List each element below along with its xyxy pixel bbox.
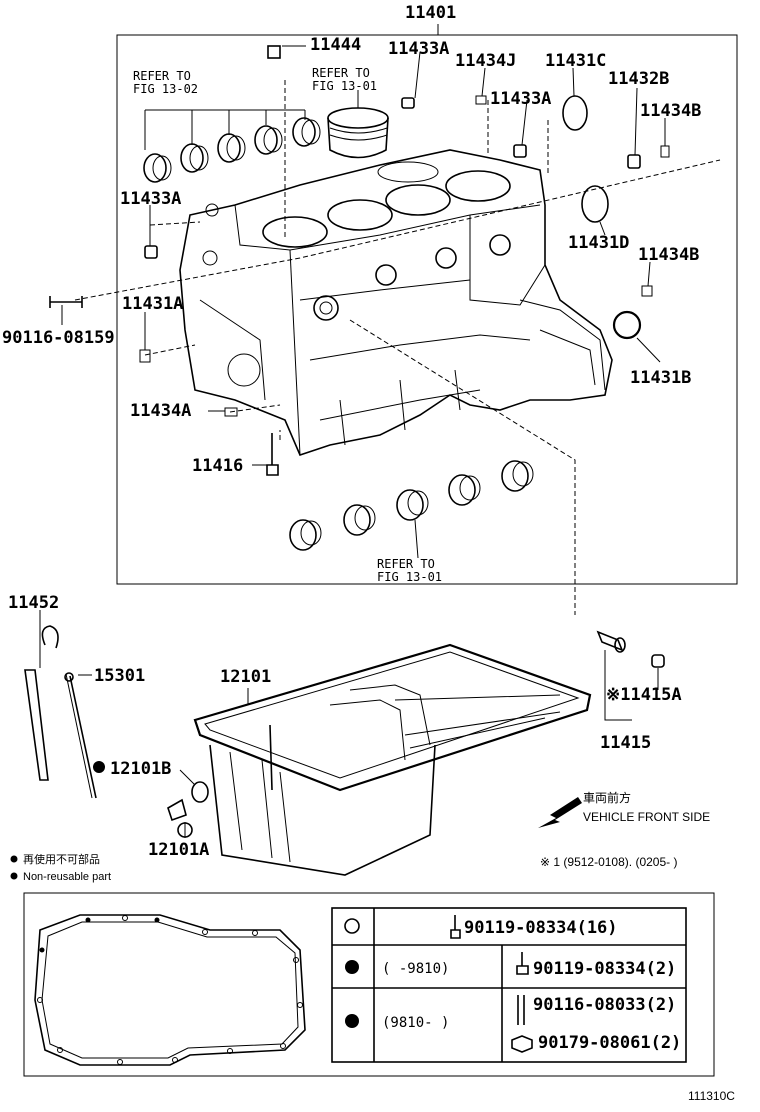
vehicle-front-en: VEHICLE FRONT SIDE (583, 810, 710, 824)
label-11431d: 11431D (568, 233, 629, 253)
non-reusable-dot-icon (10, 855, 18, 863)
label-90116-08159: 90116-08159 (2, 328, 115, 348)
stud-bolt-icon (517, 995, 525, 1025)
oil-dipstick-drawing (24, 625, 97, 799)
table-row3-range: (9810- ) (382, 1015, 449, 1031)
table-row3-part-b: 90179-08061(2) (538, 1033, 681, 1053)
vehicle-front-arrow-icon (538, 797, 582, 828)
oil-pan-drawing (167, 643, 592, 876)
reusable-circle-icon (344, 918, 360, 934)
drain-plug-drawing (596, 630, 665, 668)
label-11432b: 11432B (608, 69, 669, 89)
label-12101a: 12101A (148, 840, 209, 860)
non-reusable-circle-icon-2 (345, 1014, 359, 1028)
piston-drawing (327, 107, 389, 159)
non-reusable-circle-icon (345, 960, 359, 974)
figure-code: 111310C (688, 1089, 735, 1103)
refer-to-1-line2: FIG 13-02 (133, 82, 198, 96)
crankshaft-bearings-upper (143, 117, 321, 183)
refer-to-1-line1: REFER TO (133, 69, 191, 83)
non-reusable-marker-icon (93, 761, 105, 773)
table-row1-part: 90119-08334(16) (464, 918, 618, 938)
label-11433a-mid: 11433A (490, 89, 551, 109)
oil-pan-gasket-drawing (34, 914, 306, 1066)
bolt-table-grid (331, 907, 687, 1063)
label-11415: 11415 (600, 733, 651, 753)
label-11434b-mid: 11434B (638, 245, 699, 265)
label-11416: 11416 (192, 456, 243, 476)
label-11444: 11444 (310, 35, 361, 55)
crankshaft-bearings-lower (289, 460, 534, 551)
cylinder-block-drawing (179, 149, 613, 456)
refer-to-3-line1: REFER TO (377, 557, 435, 571)
vehicle-front-jp: 車両前方 (583, 790, 631, 805)
label-11434b-top: 11434B (640, 101, 701, 121)
label-11401: 11401 (405, 3, 456, 23)
label-11431c: 11431C (545, 51, 606, 71)
refer-to-2-line1: REFER TO (312, 66, 370, 80)
label-11434a: 11434A (130, 401, 191, 421)
table-row2-part: 90119-08334(2) (533, 959, 676, 979)
label-11452: 11452 (8, 593, 59, 613)
label-11431a: 11431A (122, 294, 183, 314)
footnote: ※ 1 (9512-0108). (0205- ) (540, 855, 677, 869)
label-11434j: 11434J (455, 51, 516, 71)
label-12101: 12101 (220, 667, 271, 687)
table-row3-part-a: 90116-08033(2) (533, 995, 676, 1015)
small-parts-upper (49, 45, 670, 476)
bolt-icon (450, 915, 461, 939)
camshaft-centerline (74, 159, 721, 301)
bolt-table-panel (23, 892, 715, 1077)
label-11415a: ※11415A (606, 685, 682, 705)
legend-non-reusable-jp: 再使用不可部品 (23, 852, 100, 866)
label-12101b: 12101B (110, 759, 171, 779)
label-11431b: 11431B (630, 368, 691, 388)
label-11433a-left: 11433A (120, 189, 181, 209)
bolt-icon-2 (516, 952, 529, 975)
refer-to-2-line2: FIG 13-01 (312, 79, 377, 93)
label-15301: 15301 (94, 666, 145, 686)
drain-plug-centerline (349, 319, 576, 615)
non-reusable-dot-icon-en (10, 872, 18, 880)
refer-to-3-line2: FIG 13-01 (377, 570, 442, 584)
nut-icon (511, 1035, 533, 1053)
engine-block-group-frame (116, 34, 738, 585)
label-11433a-top: 11433A (388, 39, 449, 59)
leader-lines-upper (61, 45, 666, 466)
legend-non-reusable-en: Non-reusable part (23, 871, 111, 883)
table-row2-range: ( -9810) (382, 961, 449, 977)
